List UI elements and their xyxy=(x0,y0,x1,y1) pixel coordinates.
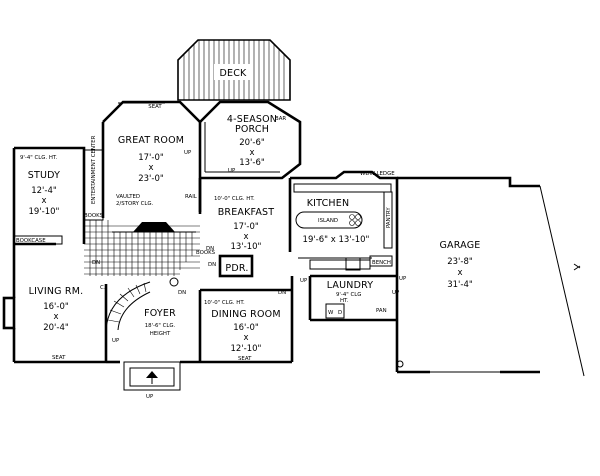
porch-name-1: 4-SEASON xyxy=(227,114,277,125)
foyer: FOYER 18'-6" CLG. HEIGHT UP DN UP xyxy=(105,277,202,400)
pdr-name: PDR. xyxy=(225,263,248,274)
breakfast-depth: 13'-10" xyxy=(231,242,262,252)
breakfast-width: 17'-0" xyxy=(233,222,259,232)
dining-room-width: 16'-0" xyxy=(233,323,259,333)
entry-up-label: UP xyxy=(146,394,154,400)
entry-arrow-icon xyxy=(146,371,158,378)
powder-room: PDR. DN xyxy=(208,254,254,278)
great-room-note-vaulted: VAULTED xyxy=(116,194,140,200)
great-room-name: GREAT ROOM xyxy=(118,135,184,146)
window-ledge-label: WDW LEDGE xyxy=(360,171,395,177)
study-x: x xyxy=(41,196,46,206)
great-room-x: x xyxy=(148,163,153,173)
porch-name-2: PORCH xyxy=(235,124,269,135)
kitchen-dims: 19'-6" x 13'-10" xyxy=(303,235,370,245)
island-label: ISLAND xyxy=(318,218,338,224)
entertainment-center-label: ENTERTAINMENT CENTER xyxy=(91,135,97,204)
living-room-width: 16'-0" xyxy=(43,302,69,312)
dining-room-seat-label: SEAT xyxy=(238,356,252,362)
foyer-ceiling-1: 18'-6" CLG. xyxy=(145,323,176,329)
foyer-ceiling-2: HEIGHT xyxy=(150,331,171,337)
great-room-up-label: UP xyxy=(184,150,192,156)
study-depth: 19'-10" xyxy=(29,207,60,217)
great-room-seat-label: SEAT xyxy=(148,104,162,110)
breakfast-name: BREAKFAST xyxy=(218,207,275,218)
dining-ceiling: 10'-0" CLG. HT. xyxy=(204,300,245,306)
garage-depth: 31'-4" xyxy=(447,280,473,290)
living-room: LIVING RM. 16'-0" x 20'-4" SEAT C. xyxy=(2,244,108,364)
gallery-floor: DN DN xyxy=(84,220,214,276)
deck-label: DECK xyxy=(220,68,248,79)
garage: GARAGE 23'-8" x 31'-4" UP xyxy=(395,176,585,377)
dining-room-name: DINING ROOM xyxy=(211,309,280,320)
laundry-ceiling-1: 9'-4" CLG xyxy=(336,292,361,298)
cooktop-icon xyxy=(349,214,361,226)
garage-width: 23'-8" xyxy=(447,257,473,267)
breakfast-x: x xyxy=(243,232,248,242)
study-ceiling: 9'-4" CLG. HT. xyxy=(20,155,58,161)
laundry-name: LAUNDRY xyxy=(327,280,374,291)
dining-room: 10'-0" CLG. HT. DINING ROOM 16'-0" x 12'… xyxy=(200,276,294,364)
breakfast: 10'-0" CLG. HT. BREAKFAST 17'-0" x 13'-1… xyxy=(198,178,292,252)
books-label-1: BOOKS xyxy=(84,213,104,219)
kitchen-up-label: UP xyxy=(300,278,308,284)
pdr-dn-label: DN xyxy=(208,262,216,268)
great-room-note-story: 2/STORY CLG. xyxy=(116,201,154,207)
great-room-depth: 23'-0" xyxy=(138,174,164,184)
pantry-label: PANTRY xyxy=(386,207,392,228)
pan-label: PAN xyxy=(376,308,387,314)
living-room-name: LIVING RM. xyxy=(29,286,84,297)
porch-width: 20'-6" xyxy=(239,138,265,148)
porch: 4-SEASON PORCH 20'-6" x 13'-6" BAR UP xyxy=(199,100,302,180)
study: 9'-4" CLG. HT. STUDY 12'-4" x 19'-10" BO… xyxy=(12,146,216,256)
washer-label: W xyxy=(328,310,334,316)
fireplace-icon xyxy=(133,222,175,232)
study-name: STUDY xyxy=(28,170,60,181)
laundry: LAUNDRY 9'-4" CLG HT. W D PAN UP xyxy=(308,274,400,322)
foyer-name: FOYER xyxy=(144,308,176,319)
deck: DECK xyxy=(177,39,291,101)
study-width: 12'-4" xyxy=(31,186,57,196)
laundry-ceiling-2: HT. xyxy=(340,298,349,304)
dryer-label: D xyxy=(338,310,342,316)
kitchen: WDW LEDGE PANTRY KITCHEN ISLAND 19'-6" x… xyxy=(290,170,399,284)
dining-room-x: x xyxy=(243,333,248,343)
living-room-depth: 20'-4" xyxy=(43,323,69,333)
books-label-2: BOOKS xyxy=(196,250,216,256)
closet-label: C. xyxy=(100,285,106,291)
bar-label: BAR xyxy=(275,116,286,122)
gallery-dn-label: DN xyxy=(92,260,100,266)
breakfast-ceiling: 10'-0" CLG. HT. xyxy=(214,196,255,202)
great-room-width: 17'-0" xyxy=(138,153,164,163)
dining-room-depth: 12'-10" xyxy=(231,344,262,354)
bench-label: BENCH xyxy=(372,260,391,266)
porch-up-label: UP xyxy=(228,168,236,174)
foyer-up-label: UP xyxy=(112,338,120,344)
foyer-dn-label: DN xyxy=(178,290,186,296)
porch-x: x xyxy=(249,148,254,158)
water-heater-icon xyxy=(396,360,404,368)
rail-label: RAIL xyxy=(185,194,197,200)
sink-icon xyxy=(345,257,361,271)
porch-depth: 13'-6" xyxy=(239,158,265,168)
kitchen-name: KITCHEN xyxy=(307,198,350,209)
living-room-x: x xyxy=(53,312,58,322)
dining-dn-label: DN xyxy=(278,290,286,296)
garage-x: x xyxy=(457,268,462,278)
laundry-up-label: UP xyxy=(392,290,400,296)
entertainment-center: ENTERTAINMENT CENTER xyxy=(83,135,104,221)
living-room-seat-label: SEAT xyxy=(52,355,66,361)
great-room: SEAT GREAT ROOM 17'-0" x 23'-0" VAULTED … xyxy=(101,100,202,233)
gallery-dn-label-2: DN xyxy=(206,246,214,252)
garage-name: GARAGE xyxy=(440,240,481,251)
garage-up-label: UP xyxy=(399,276,407,282)
bookcase-label: BOOKCASE xyxy=(16,238,46,244)
